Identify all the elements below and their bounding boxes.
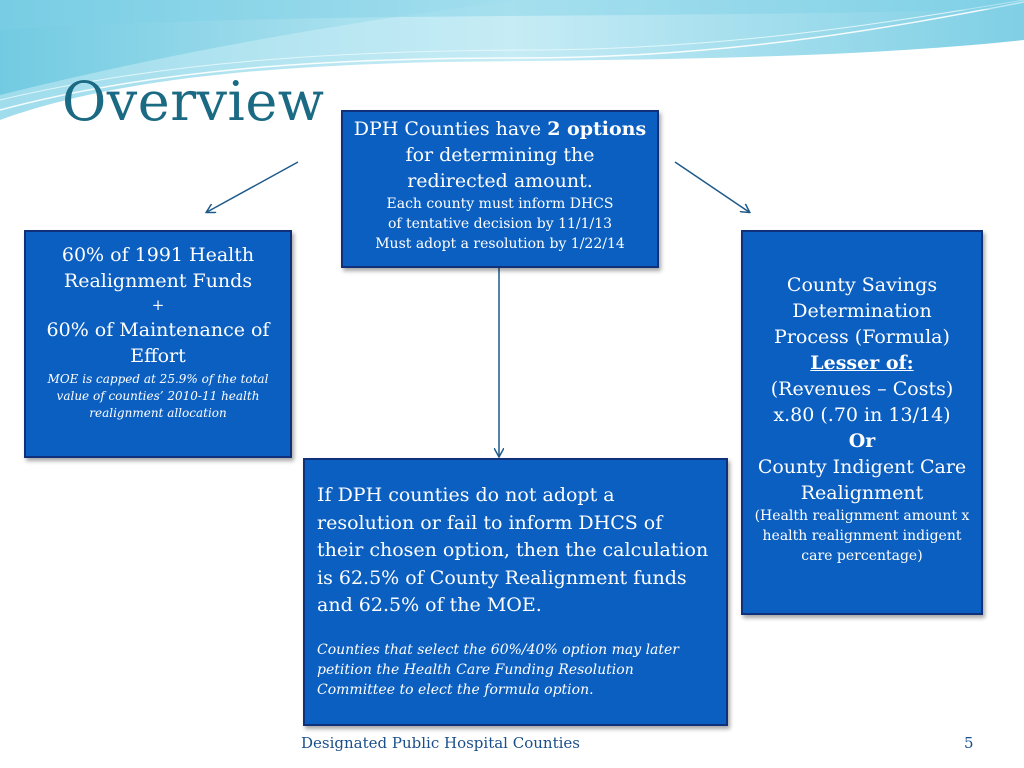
right-line-6: County Indigent Care — [757, 456, 967, 478]
footer-text: Designated Public Hospital Counties — [301, 734, 580, 752]
right-lesser-of: Lesser of: — [810, 352, 914, 374]
right-line-7: Realignment — [800, 482, 924, 504]
left-line-4: Effort — [130, 345, 186, 367]
options-line-5: of tentative decision by 11/1/13 — [387, 216, 613, 232]
left-line-2: Realignment Funds — [63, 270, 253, 292]
options-box: DPH Counties have 2 options for determin… — [341, 110, 659, 268]
right-line-5: x.80 (.70 in 13/14) — [773, 404, 951, 426]
default-option-box: If DPH counties do not adopt a resolutio… — [303, 458, 728, 726]
left-line-1: 60% of 1991 Health — [61, 244, 255, 266]
options-line-2: for determining the — [405, 144, 595, 166]
options-line-4: Each county must inform DHCS — [386, 196, 614, 212]
default-note: Counties that select the 60%/40% option … — [317, 641, 679, 698]
right-or: Or — [848, 430, 876, 452]
options-line-6: Must adopt a resolution by 1/22/14 — [375, 236, 625, 252]
right-line-4: (Revenues – Costs) — [770, 378, 954, 400]
right-note: (Health realignment amount x health real… — [754, 508, 970, 564]
formula-option-box: County Savings Determination Process (Fo… — [741, 230, 983, 615]
options-line-3: redirected amount. — [407, 170, 593, 192]
slide-title: Overview — [62, 70, 325, 133]
options-line-1: DPH Counties have 2 options — [353, 118, 647, 140]
arrow-right — [674, 161, 749, 212]
page-number: 5 — [964, 734, 974, 752]
default-main-text: If DPH counties do not adopt a resolutio… — [317, 484, 709, 616]
left-plus: + — [151, 296, 165, 314]
left-note: MOE is capped at 25.9% of the total valu… — [47, 372, 269, 420]
option-60-percent-box: 60% of 1991 Health Realignment Funds + 6… — [24, 230, 292, 458]
arrow-left — [207, 161, 299, 212]
right-line-1: County Savings — [786, 274, 938, 296]
left-line-3: 60% of Maintenance of — [46, 319, 270, 341]
right-line-3: Process (Formula) — [774, 326, 950, 348]
right-line-2: Determination — [792, 300, 932, 322]
